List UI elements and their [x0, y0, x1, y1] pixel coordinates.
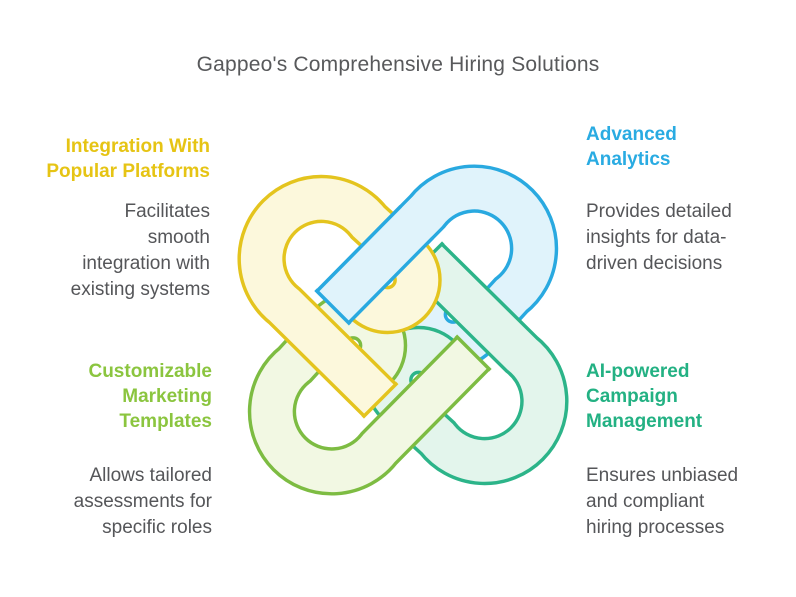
band-blue-weave-patch: [314, 197, 442, 326]
body-line: integration with: [82, 253, 210, 274]
heading-line: Templates: [119, 411, 212, 432]
heading-line: AI-powered: [586, 361, 690, 382]
band-yellow-fill: [240, 178, 439, 415]
body-line: and compliant: [586, 491, 705, 512]
heading-marketing-templates: Customizable Marketing Templates: [22, 359, 212, 434]
heading-line: Marketing: [122, 386, 212, 407]
body-line: insights for data-: [586, 227, 727, 248]
heading-line: Campaign: [586, 386, 678, 407]
heading-integration-platforms: Integration With Popular Platforms: [22, 134, 210, 184]
knot-graphic: [237, 164, 569, 496]
heading-line: Analytics: [586, 149, 671, 170]
body-line: existing systems: [70, 279, 210, 300]
body-line: driven decisions: [586, 253, 723, 274]
body-line: hiring processes: [586, 517, 725, 538]
body-integration-platforms: Facilitates smooth integration with exis…: [22, 199, 210, 303]
page-title: Gappeo's Comprehensive Hiring Solutions: [196, 53, 600, 76]
body-line: smooth: [147, 227, 210, 248]
body-line: specific roles: [102, 517, 212, 538]
band-yellow-endcap: [361, 381, 399, 419]
body-advanced-analytics: Provides detailed insights for data- dri…: [586, 199, 776, 277]
body-line: Facilitates: [124, 201, 210, 222]
body-campaign-management: Ensures unbiased and compliant hiring pr…: [586, 463, 781, 541]
body-line: Provides detailed: [586, 201, 732, 222]
band-lime-endcap: [454, 334, 492, 372]
heading-line: Management: [586, 411, 703, 432]
band-blue-patch-fill: [318, 197, 442, 322]
heading-line: Customizable: [88, 361, 212, 382]
heading-line: Popular Platforms: [46, 161, 210, 182]
body-line: Ensures unbiased: [586, 465, 739, 486]
heading-line: Advanced: [586, 124, 677, 145]
heading-campaign-management: AI-powered Campaign Management: [586, 359, 781, 434]
heading-line: Integration With: [65, 136, 210, 157]
heading-advanced-analytics: Advanced Analytics: [586, 122, 776, 172]
body-line: assessments for: [73, 491, 212, 512]
body-line: Allows tailored: [89, 465, 213, 486]
band-blue-endcap: [314, 288, 352, 326]
body-marketing-templates: Allows tailored assessments for specific…: [22, 463, 212, 541]
